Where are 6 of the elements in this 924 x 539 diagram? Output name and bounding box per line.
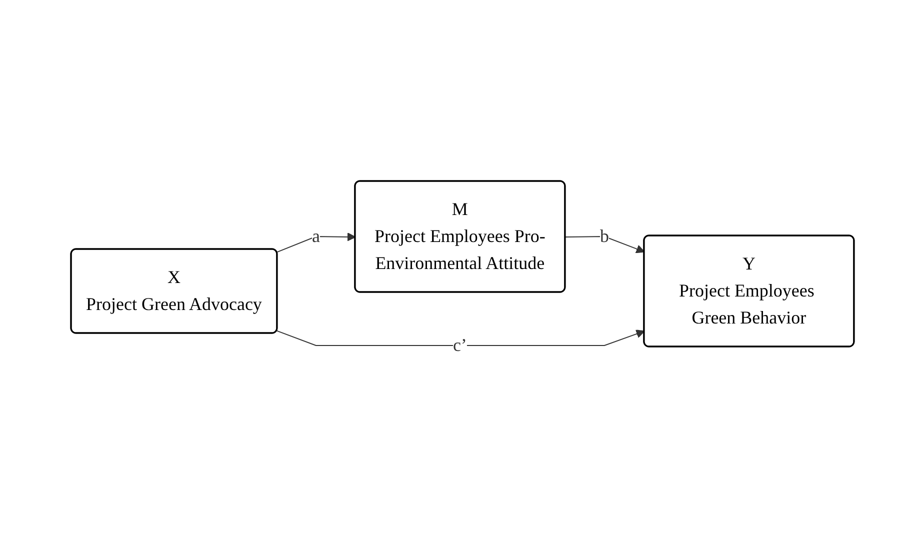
edge-label: c’: [452, 334, 466, 354]
arrow: [276, 329, 644, 346]
edge-label: b: [599, 226, 608, 246]
edge-label: a: [311, 226, 320, 246]
arrow: [564, 236, 644, 253]
arrow: [276, 232, 356, 252]
